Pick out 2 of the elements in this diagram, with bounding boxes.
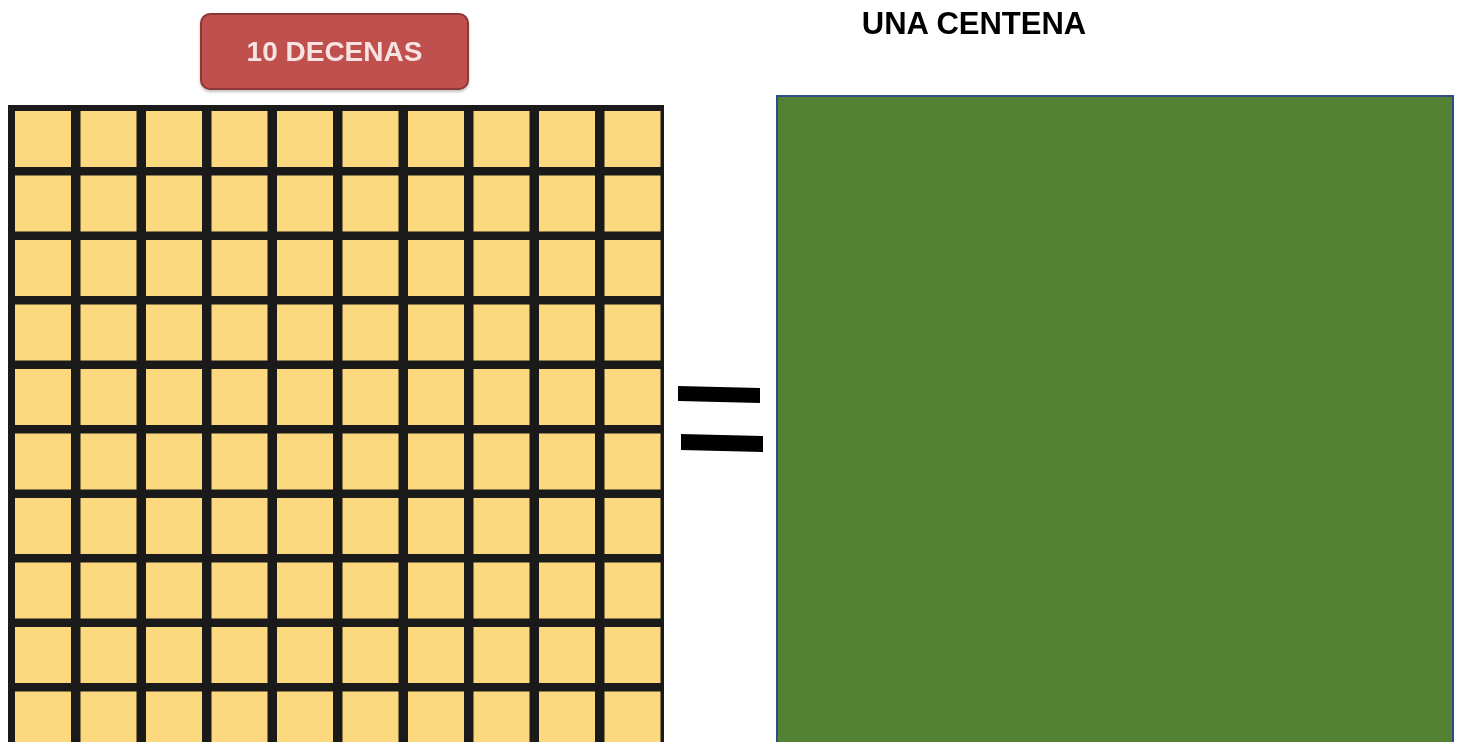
label-badge: 10 DECENAS [200, 13, 469, 90]
section-heading: UNA CENTENA [860, 6, 1088, 42]
